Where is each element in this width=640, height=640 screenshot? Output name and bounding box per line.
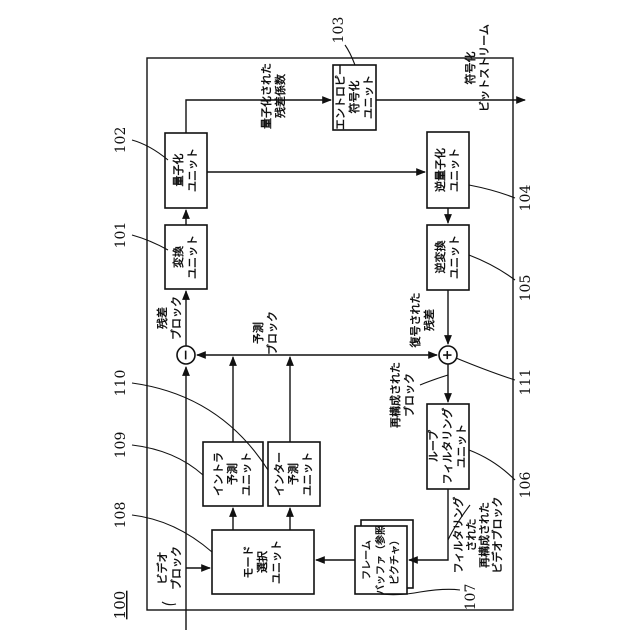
reconstructed-block-label: 再構成された ブロック <box>388 362 416 428</box>
loopfilter-to-framebuffer-arrow <box>409 489 448 560</box>
svg-text:ユニット: ユニット <box>240 452 253 496</box>
adder-plus-sign: + <box>441 350 456 361</box>
leader-104 <box>469 185 515 198</box>
svg-text:ユニット: ユニット <box>186 235 199 279</box>
svg-text:残差係数: 残差係数 <box>273 73 287 118</box>
quant-to-entropy-arrow <box>186 100 331 133</box>
leader-105 <box>469 255 515 280</box>
svg-text:残差: 残差 <box>155 307 169 329</box>
svg-text:ユニット: ユニット <box>448 148 461 192</box>
filtered-block-label: フィルタリング された 再構成された ビデオブロック <box>451 497 504 574</box>
decoded-residual-label: 復号された 残差 <box>408 293 436 349</box>
video-block-label: ビデオ ブロック <box>155 546 183 590</box>
svg-text:ブロック: ブロック <box>169 296 183 340</box>
svg-text:ループ: ループ <box>426 429 440 462</box>
svg-text:予測: 予測 <box>225 463 239 485</box>
ref-104: 104 <box>518 185 534 212</box>
figure-label-100: 100 <box>111 591 129 620</box>
svg-text:フレーム: フレーム <box>361 540 373 580</box>
svg-text:ユニット: ユニット <box>301 452 314 496</box>
prediction-block-label: 予測 ブロック <box>251 311 279 355</box>
ref-110: 110 <box>113 370 129 397</box>
leader-109 <box>132 445 203 475</box>
svg-text:逆変換: 逆変換 <box>433 240 447 274</box>
svg-text:符号化: 符号化 <box>347 81 361 114</box>
svg-text:モード: モード <box>242 546 255 579</box>
subtractor-minus-sign: − <box>178 349 194 361</box>
svg-text:ビデオ: ビデオ <box>155 552 169 585</box>
residual-block-label: 残差 ブロック <box>155 296 183 340</box>
ref-103: 103 <box>331 17 347 44</box>
svg-text:量子化: 量子化 <box>171 154 185 187</box>
svg-text:予測: 予測 <box>286 463 300 485</box>
svg-text:ユニット: ユニット <box>362 75 375 119</box>
svg-text:ビットストリーム: ビットストリーム <box>477 24 491 112</box>
leader-111 <box>456 358 515 380</box>
svg-text:逆量子化: 逆量子化 <box>433 148 447 192</box>
leader-103 <box>345 45 355 65</box>
svg-text:残差: 残差 <box>422 309 436 331</box>
svg-text:フィルタリング: フィルタリング <box>440 408 454 485</box>
quantized-coeffs-label: 量子化された 残差係数 <box>259 63 287 129</box>
svg-text:ブロック: ブロック <box>169 546 183 590</box>
svg-text:選択: 選択 <box>255 550 269 573</box>
ref-106: 106 <box>518 472 534 499</box>
svg-text:イントラ: イントラ <box>212 452 225 496</box>
svg-text:ユニット: ユニット <box>455 424 468 468</box>
ref-108: 108 <box>113 502 129 529</box>
svg-text:ユニット: ユニット <box>270 540 283 584</box>
ref-109: 109 <box>113 432 129 459</box>
svg-text:量子化された: 量子化された <box>259 63 273 129</box>
leader-reconstructed <box>420 375 448 385</box>
svg-text:ピクチャ）: ピクチャ） <box>388 535 401 585</box>
leader-101 <box>132 235 168 250</box>
svg-text:予測: 予測 <box>251 322 265 344</box>
ref-101: 101 <box>113 222 129 249</box>
svg-text:符号化: 符号化 <box>463 52 477 85</box>
leader-100 <box>162 602 176 605</box>
svg-text:フィルタリング: フィルタリング <box>451 497 465 574</box>
svg-text:ビデオブロック: ビデオブロック <box>490 497 504 574</box>
svg-text:インター: インター <box>273 452 286 496</box>
ref-105: 105 <box>518 275 534 302</box>
ref-107: 107 <box>463 584 479 611</box>
encoded-bitstream-label: 符号化 ビットストリーム <box>463 24 491 112</box>
svg-text:ユニット: ユニット <box>448 235 461 279</box>
svg-text:再構成された: 再構成された <box>477 502 491 568</box>
ref-102: 102 <box>113 127 129 154</box>
leader-102 <box>132 140 168 160</box>
svg-text:再構成された: 再構成された <box>388 362 402 428</box>
svg-text:された: された <box>465 519 478 552</box>
ref-111: 111 <box>518 369 534 396</box>
svg-text:ユニット: ユニット <box>186 148 199 192</box>
svg-text:ブロック: ブロック <box>402 373 416 417</box>
svg-text:復号された: 復号された <box>408 293 422 349</box>
leader-106 <box>469 450 515 480</box>
svg-text:変換: 変換 <box>171 245 185 268</box>
svg-text:バッファ（参照: バッファ（参照 <box>374 525 387 595</box>
svg-text:ブロック: ブロック <box>265 311 279 355</box>
svg-text:エントロピー: エントロピー <box>334 64 347 130</box>
